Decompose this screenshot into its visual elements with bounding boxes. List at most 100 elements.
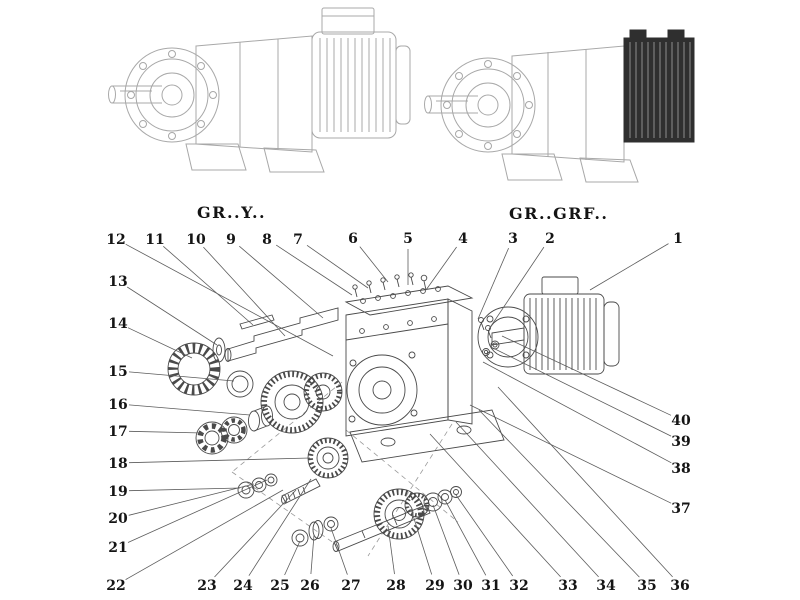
input-shaft-assembly xyxy=(167,307,343,455)
callout-number-31: 31 xyxy=(481,578,500,594)
callout-number-20: 20 xyxy=(108,511,128,527)
front-flange xyxy=(124,47,220,143)
leader-line-20 xyxy=(128,483,255,516)
leader-line-23 xyxy=(214,489,297,578)
callout-number-14: 14 xyxy=(108,316,128,332)
callout-number-6: 6 xyxy=(348,231,358,247)
callout-number-24: 24 xyxy=(233,578,253,594)
callout-number-36: 36 xyxy=(670,578,689,594)
adapter-fasteners xyxy=(478,317,500,356)
cover-fins xyxy=(629,42,691,138)
callout-number-7: 7 xyxy=(293,232,303,248)
callout-number-2: 2 xyxy=(545,231,555,247)
leader-line-40 xyxy=(501,335,672,416)
callout-number-32: 32 xyxy=(509,578,528,594)
leader-line-24 xyxy=(248,478,312,576)
leader-line-31 xyxy=(444,499,487,576)
leader-line-21 xyxy=(127,479,268,543)
callout-number-3: 3 xyxy=(508,231,518,247)
projection-lines xyxy=(231,381,459,557)
callout-number-37: 37 xyxy=(671,501,690,517)
intermediate-gear-assembly xyxy=(237,437,349,505)
callout-number-18: 18 xyxy=(108,456,127,472)
leader-line-27 xyxy=(330,527,348,575)
callout-number-33: 33 xyxy=(558,578,577,594)
leader-line-28 xyxy=(387,525,395,575)
cover-bolts xyxy=(352,272,428,298)
leader-line-14 xyxy=(127,327,193,359)
leader-line-37 xyxy=(469,404,672,504)
callout-number-19: 19 xyxy=(108,484,127,500)
leader-line-8 xyxy=(275,244,353,296)
callout-number-26: 26 xyxy=(300,578,319,594)
leader-line-2 xyxy=(488,246,545,330)
callout-number-38: 38 xyxy=(671,461,690,477)
callout-number-12: 12 xyxy=(106,232,125,248)
callout-number-1: 1 xyxy=(673,231,683,247)
leader-line-33 xyxy=(429,433,561,578)
leader-line-15 xyxy=(128,371,235,382)
callout-number-15: 15 xyxy=(108,364,127,380)
leader-line-29 xyxy=(410,508,433,575)
callout-number-39: 39 xyxy=(671,434,690,450)
callout-number-27: 27 xyxy=(341,578,360,594)
callout-number-34: 34 xyxy=(596,578,616,594)
leader-line-12 xyxy=(125,243,334,357)
callout-number-17: 17 xyxy=(108,424,127,440)
leader-line-6 xyxy=(359,246,389,283)
callout-number-28: 28 xyxy=(386,578,405,594)
leader-line-3 xyxy=(477,247,509,320)
electric-motor xyxy=(311,7,411,139)
input-shaft xyxy=(108,85,162,104)
callout-number-5: 5 xyxy=(403,231,413,247)
gear-housing xyxy=(344,285,505,463)
leader-line-30 xyxy=(432,504,460,575)
leader-lines xyxy=(125,243,673,580)
callout-number-23: 23 xyxy=(197,578,216,594)
leader-line-7 xyxy=(306,244,369,289)
leader-line-26 xyxy=(310,534,315,575)
leader-line-34 xyxy=(455,421,599,578)
leader-line-17 xyxy=(128,430,204,434)
front-flange xyxy=(440,57,536,153)
leader-line-32 xyxy=(455,494,514,577)
leader-line-22 xyxy=(125,489,284,580)
callout-number-8: 8 xyxy=(262,232,272,248)
callout-number-40: 40 xyxy=(671,413,691,429)
leader-line-18 xyxy=(128,457,311,464)
leader-line-16 xyxy=(128,404,251,416)
callout-number-21: 21 xyxy=(108,540,127,556)
assembled-view-gr-grf xyxy=(424,29,695,183)
exploded-view xyxy=(167,272,620,557)
leader-line-19 xyxy=(128,487,241,492)
callout-number-29: 29 xyxy=(425,578,444,594)
callout-number-4: 4 xyxy=(458,231,468,247)
callout-number-13: 13 xyxy=(108,274,127,290)
callout-number-25: 25 xyxy=(270,578,289,594)
mounting-feet xyxy=(185,143,325,173)
leader-line-1 xyxy=(589,243,669,291)
mounting-feet xyxy=(501,153,639,183)
leader-line-11 xyxy=(163,245,254,326)
callout-number-9: 9 xyxy=(226,232,236,248)
output-shaft-assembly xyxy=(291,486,462,552)
gear-housing-body xyxy=(195,35,313,153)
leader-line-9 xyxy=(239,245,324,319)
leader-line-38 xyxy=(482,361,672,464)
gear-housing-body xyxy=(511,45,625,163)
leader-line-13 xyxy=(126,286,218,346)
callout-number-11: 11 xyxy=(145,232,164,248)
leader-line-39 xyxy=(492,347,672,437)
callout-number-10: 10 xyxy=(186,232,206,248)
callout-number-35: 35 xyxy=(637,578,656,594)
leader-line-35 xyxy=(478,409,640,578)
leader-line-4 xyxy=(425,246,457,291)
leader-line-10 xyxy=(203,246,286,337)
variant-label-gr-y: GR..Y.. xyxy=(197,203,267,222)
callout-number-22: 22 xyxy=(106,578,125,594)
leader-line-25 xyxy=(284,540,301,576)
callout-number-30: 30 xyxy=(453,578,473,594)
motor xyxy=(477,276,620,375)
